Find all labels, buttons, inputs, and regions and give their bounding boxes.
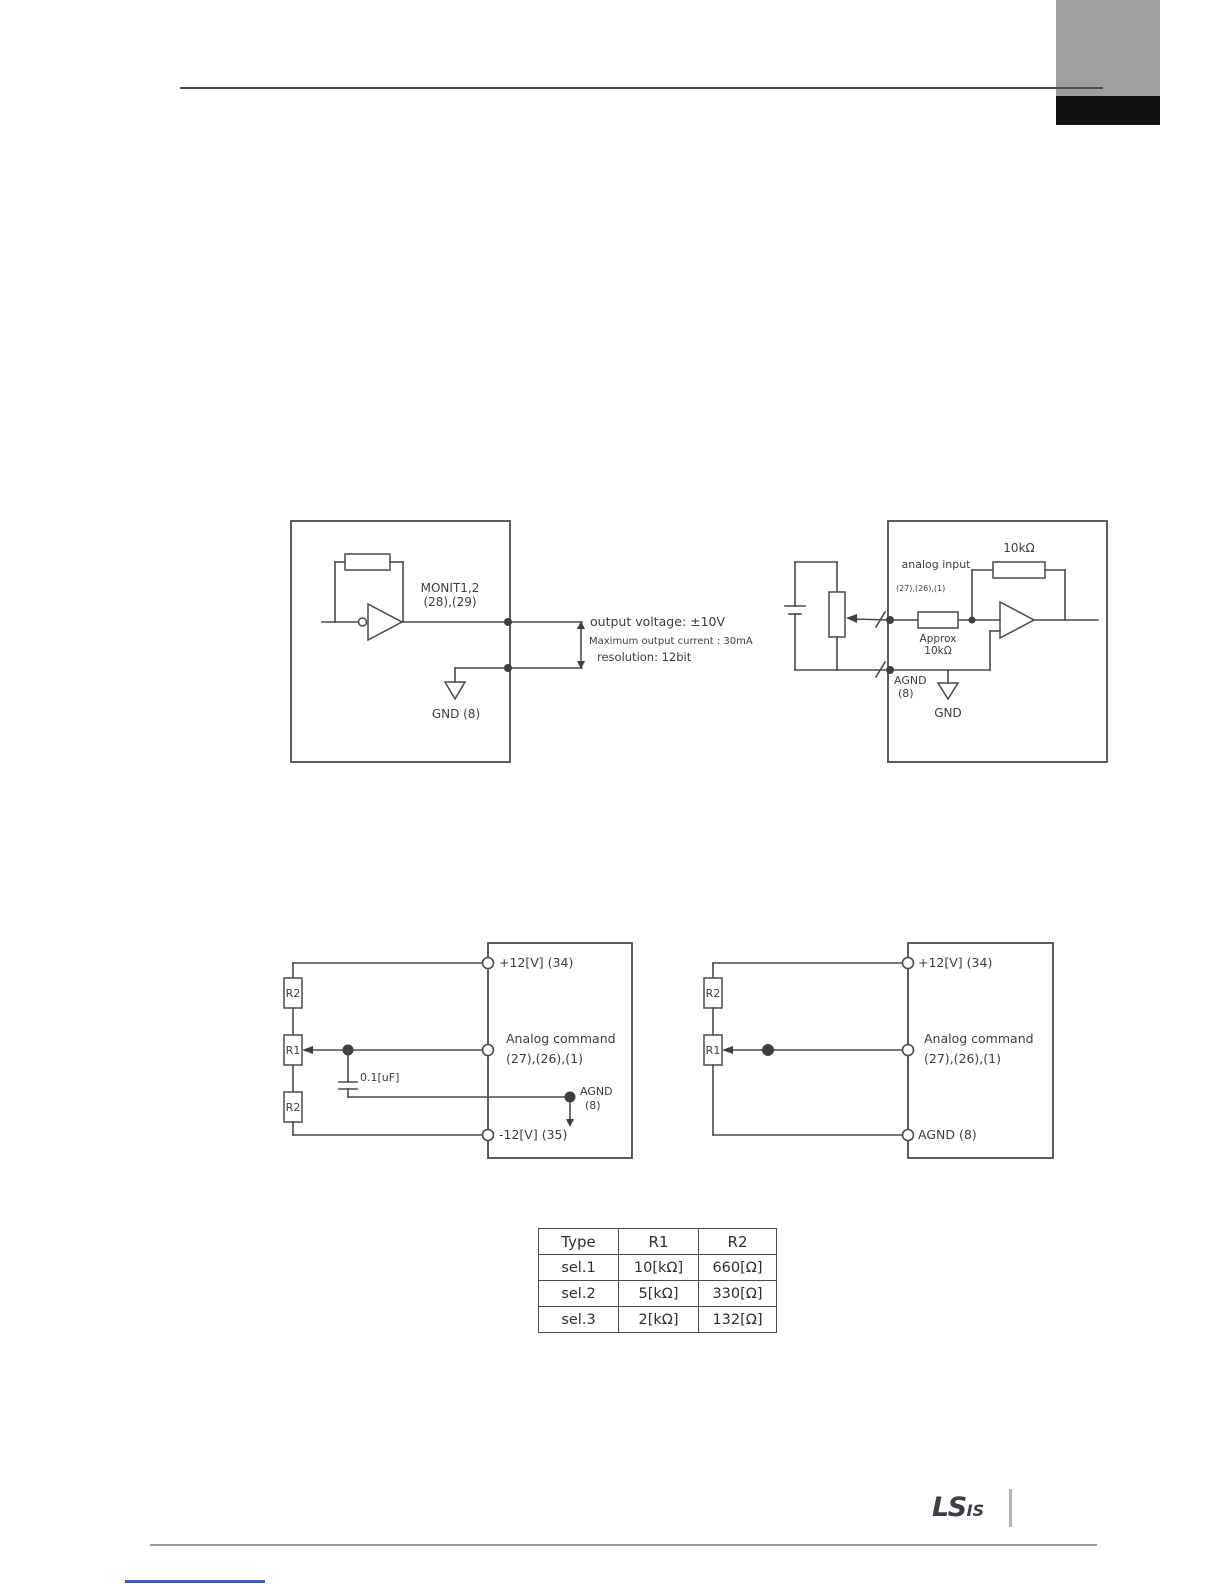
gnd-label: GND (934, 706, 962, 720)
analog-command-pins-label: (27),(26),(1) (506, 1051, 583, 1066)
r2-top-label: R2 (286, 987, 301, 1000)
analog-input-label: analog input (901, 558, 971, 571)
r1-label: R1 (706, 1044, 721, 1057)
agnd-label: AGND (580, 1085, 613, 1098)
resistor-selection-table: Type R1 R2 sel.1 10[kΩ] 660[Ω] sel.2 5[k… (538, 1228, 777, 1333)
terminals (481, 956, 495, 1142)
table-header-row: Type R1 R2 (538, 1228, 777, 1255)
r2-label: R2 (706, 987, 721, 1000)
plus12v-label: +12[V] (34) (499, 955, 573, 970)
wiper-input (846, 610, 894, 679)
analog-command-circuit-b-diagram: R2 R1 +12[V] (34) Analog command (27),(2… (703, 942, 1054, 1159)
cell-type: sel.1 (538, 1254, 619, 1281)
analog-command-pins-label: (27),(26),(1) (924, 1051, 1001, 1066)
feedback-resistor (334, 553, 404, 623)
cell-r1: 10[kΩ] (618, 1254, 699, 1281)
footer-link-underline (125, 1580, 265, 1583)
table-row: sel.1 10[kΩ] 660[Ω] (538, 1254, 777, 1281)
agnd-pin-label: (8) (585, 1099, 601, 1112)
footer-divider (1009, 1489, 1012, 1527)
corner-tab-black (1056, 96, 1160, 125)
opamp (989, 600, 1099, 671)
lsis-logo: LSIS (932, 1492, 984, 1523)
header-rule (180, 87, 1103, 89)
wiper-line (302, 1044, 483, 1056)
voltage-dimension-arrow (577, 621, 585, 669)
corner-tab-gray (1056, 0, 1160, 96)
agnd-pin-label: (8) (898, 687, 914, 700)
r2-bottom-label: R2 (286, 1101, 301, 1114)
analog-monitor-output-circuit-diagram: MONIT1,2 (28),(29) output voltage: ±10V … (290, 520, 753, 763)
agnd-rail (886, 666, 991, 701)
cell-type: sel.3 (538, 1306, 619, 1333)
circuit-box (887, 520, 1108, 763)
ground-symbol (443, 667, 467, 701)
feedback-resistor (971, 561, 1066, 621)
agnd-node (564, 1091, 576, 1103)
agnd-label: AGND (894, 674, 927, 687)
terminals (901, 956, 915, 1142)
wiper-line (722, 1044, 903, 1056)
opamp (321, 602, 404, 642)
monit-label: MONIT1,2 (421, 581, 480, 595)
col-header-r1: R1 (618, 1228, 699, 1255)
lsis-logo-main: LS (932, 1492, 967, 1523)
capacitor-label: 0.1[uF] (360, 1071, 399, 1084)
approx-label: Approx (920, 633, 957, 645)
output-voltage-label: output voltage: ±10V (590, 614, 725, 629)
cell-r1: 2[kΩ] (618, 1306, 699, 1333)
resistor-ladder (703, 962, 903, 1136)
monit-pins-label: (28),(29) (423, 595, 476, 609)
r1-label: R1 (286, 1044, 301, 1057)
resolution-label: resolution: 12bit (597, 650, 692, 664)
circuit-box (290, 520, 511, 763)
analog-command-label: Analog command (924, 1031, 1034, 1046)
resistor-ladder (283, 962, 483, 1136)
cell-r2: 660[Ω] (698, 1254, 777, 1281)
analog-command-label: Analog command (506, 1031, 616, 1046)
analog-input-pins-label: (27),(26),(1) (896, 584, 945, 593)
lsis-logo-sub: IS (966, 1501, 985, 1520)
cell-type: sel.2 (538, 1280, 619, 1307)
minus12v-label: -12[V] (35) (499, 1127, 567, 1142)
analog-command-circuit-a-diagram: R2 R1 R2 0.1[uF] +12[V] (34) Analog comm… (283, 942, 633, 1159)
input-resistor (889, 611, 1001, 629)
agnd-label: AGND (8) (918, 1127, 977, 1142)
cell-r1: 5[kΩ] (618, 1280, 699, 1307)
col-header-r2: R2 (698, 1228, 777, 1255)
cell-r2: 330[Ω] (698, 1280, 777, 1307)
approx-value-label: 10kΩ (924, 645, 951, 657)
feedback-resistor-label: 10kΩ (1003, 541, 1034, 555)
plus12v-label: +12[V] (34) (918, 955, 992, 970)
col-header-type: Type (538, 1228, 619, 1255)
footer-rule (150, 1544, 1097, 1546)
external-source-loop (784, 561, 889, 671)
filter-capacitor (338, 1049, 576, 1127)
max-current-label: Maximum output current : 30mA (589, 636, 753, 647)
gnd-label: GND (8) (432, 707, 480, 721)
table-row: sel.3 2[kΩ] 132[Ω] (538, 1306, 777, 1333)
cell-r2: 132[Ω] (698, 1306, 777, 1333)
analog-input-circuit-diagram: 10kΩ analog input (27),(26),(1) Approx 1… (784, 520, 1108, 763)
output-lines (401, 618, 583, 672)
table-row: sel.2 5[kΩ] 330[Ω] (538, 1280, 777, 1307)
ground-symbol (936, 682, 960, 701)
